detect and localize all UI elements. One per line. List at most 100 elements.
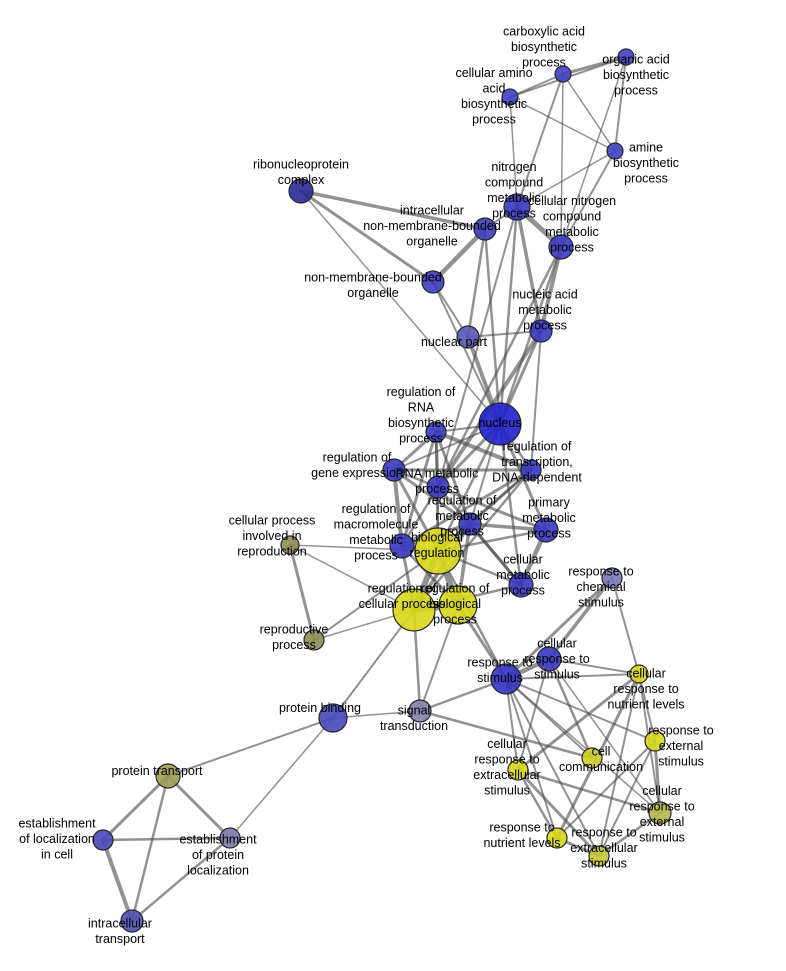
- graph-node[interactable]: [478, 402, 522, 446]
- graph-edge: [166, 774, 232, 840]
- graph-node[interactable]: [318, 703, 348, 733]
- graph-edge: [299, 189, 487, 231]
- graph-edge: [505, 678, 600, 857]
- graph-node[interactable]: [456, 325, 480, 349]
- graph-edge: [288, 543, 316, 642]
- graph-node[interactable]: [382, 458, 406, 482]
- graph-node[interactable]: [426, 475, 450, 499]
- graph-node[interactable]: [533, 517, 559, 543]
- graph-node[interactable]: [548, 234, 574, 260]
- graph-edge: [516, 672, 641, 772]
- graph-node[interactable]: [508, 572, 534, 598]
- graph-edge: [167, 717, 334, 777]
- graph-node[interactable]: [503, 193, 531, 221]
- graph-edge: [467, 330, 542, 338]
- graph-edge: [505, 678, 656, 742]
- graph-edge: [547, 657, 594, 760]
- graph-node[interactable]: [155, 763, 181, 789]
- graph-node[interactable]: [392, 588, 436, 632]
- graph-node[interactable]: [606, 142, 624, 160]
- nodes-layer: [92, 48, 672, 933]
- graph-edge: [436, 245, 563, 489]
- graph-node[interactable]: [438, 585, 478, 625]
- graph-edge: [430, 226, 488, 285]
- graph-edge: [483, 227, 502, 426]
- graph-node[interactable]: [473, 217, 497, 241]
- graph-edge: [548, 658, 640, 675]
- graph-node[interactable]: [92, 829, 114, 851]
- graph-node[interactable]: [536, 646, 562, 672]
- graph-node[interactable]: [280, 535, 300, 555]
- graph-edge: [515, 205, 543, 333]
- graph-node[interactable]: [408, 699, 432, 723]
- graph-edge: [229, 717, 334, 839]
- graph-node[interactable]: [588, 845, 610, 867]
- graph-node[interactable]: [581, 747, 603, 769]
- graph-edge: [598, 673, 640, 857]
- graph-edge: [556, 740, 656, 839]
- graph-node[interactable]: [554, 65, 572, 83]
- graph-edge: [614, 56, 627, 152]
- graph-edge: [598, 740, 656, 857]
- graph-edge: [468, 522, 548, 532]
- graph-node[interactable]: [648, 801, 672, 825]
- graph-edge: [418, 709, 594, 760]
- graph-node[interactable]: [507, 759, 529, 781]
- graph-node[interactable]: [644, 730, 666, 752]
- graph-node[interactable]: [529, 319, 553, 343]
- graph-node[interactable]: [617, 48, 635, 66]
- graph-edge: [530, 330, 542, 471]
- graph-edge: [498, 422, 523, 587]
- graph-node[interactable]: [219, 827, 241, 849]
- graph-edge: [509, 96, 518, 208]
- graph-edge: [560, 73, 564, 248]
- graph-edge: [611, 577, 640, 675]
- graph-edge: [289, 544, 415, 611]
- graph-node[interactable]: [414, 527, 462, 575]
- graph-node[interactable]: [501, 88, 519, 106]
- graph-node[interactable]: [601, 567, 623, 589]
- graph-edge: [313, 550, 439, 641]
- graph-node[interactable]: [421, 270, 445, 294]
- graph-node[interactable]: [303, 629, 325, 651]
- graph-edge: [130, 836, 232, 923]
- graph-edge: [466, 227, 487, 339]
- graph-node[interactable]: [546, 827, 568, 849]
- graph-node[interactable]: [425, 421, 447, 443]
- graph-edge: [432, 281, 501, 425]
- graph-node[interactable]: [490, 663, 522, 695]
- graph-node[interactable]: [520, 459, 542, 481]
- graph-edge: [101, 774, 170, 842]
- graph-node[interactable]: [389, 533, 415, 559]
- graph-edge: [539, 245, 563, 333]
- graph-node[interactable]: [458, 512, 482, 536]
- graph-node[interactable]: [288, 178, 314, 204]
- graph-node[interactable]: [629, 664, 649, 684]
- graph-node[interactable]: [120, 909, 144, 933]
